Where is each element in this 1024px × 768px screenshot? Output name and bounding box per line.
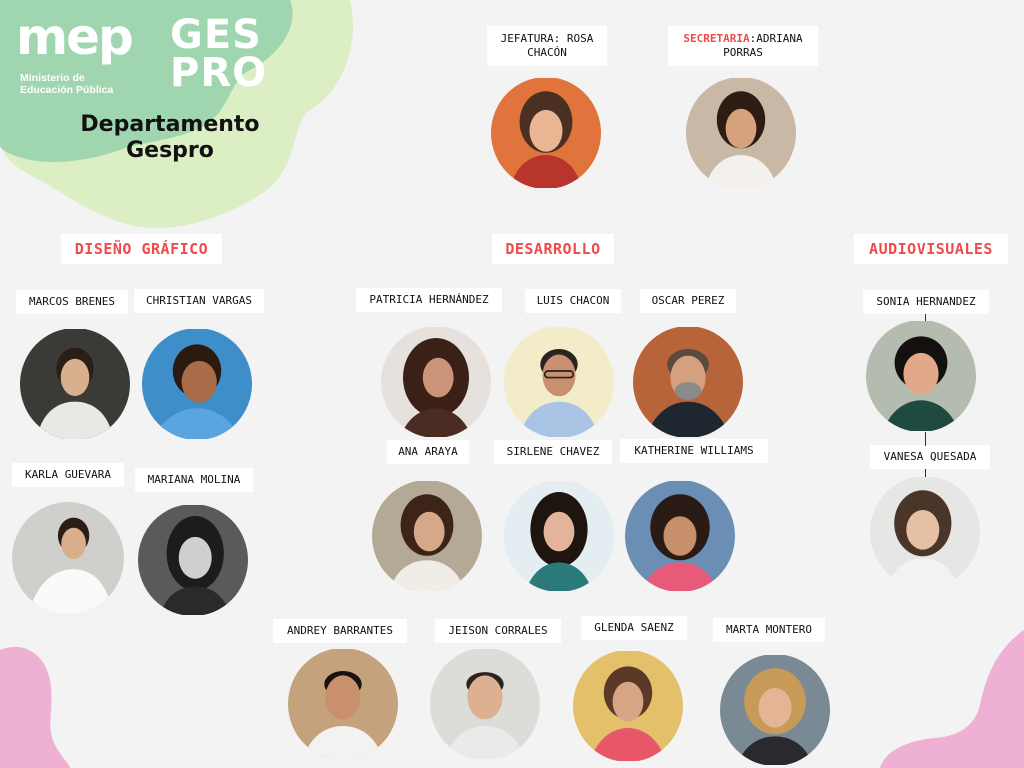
secretaria-name: :ADRIANA PORRAS <box>723 31 803 59</box>
page-title: Departamento Gespro <box>40 112 300 165</box>
photo-sirlene-chavez <box>504 480 614 592</box>
mep-logo: mep <box>16 8 134 66</box>
photo-oscar-perez <box>633 326 743 438</box>
label-marcos-brenes: MARCOS BRENES <box>16 290 128 314</box>
bottom-left-blob <box>0 646 70 768</box>
header-blob <box>0 0 354 229</box>
label-oscar-perez: OSCAR PEREZ <box>640 289 736 313</box>
gespro-line-2: PRO <box>170 50 268 96</box>
jefatura-role: JEFATURA: <box>500 31 561 45</box>
photo-katherine-williams <box>625 480 735 592</box>
ministry-label: Ministerio de Educación Pública <box>20 72 114 97</box>
page-title-line-1: Departamento <box>80 112 260 137</box>
gespro-logo: GES PRO <box>170 12 270 96</box>
photo-karla-guevara <box>12 502 124 614</box>
jefatura-label: JEFATURA: ROSA CHACÓN <box>487 26 607 66</box>
photo-adriana-porras <box>686 77 796 189</box>
bottom-right-blob <box>880 630 1024 768</box>
label-patricia-hernandez: PATRICIA HERNÁNDEZ <box>356 288 502 312</box>
secretaria-label: SECRETARIA:ADRIANA PORRAS <box>668 26 818 66</box>
gespro-line-1: GES <box>170 12 262 58</box>
label-glenda-saenz: GLENDA SAENZ <box>581 616 687 640</box>
connector-line <box>925 314 926 326</box>
label-christian-vargas: CHRISTIAN VARGAS <box>134 289 264 313</box>
photo-sonia-hernandez <box>866 320 976 432</box>
photo-vanesa-quesada <box>870 476 980 588</box>
connector-line <box>925 469 926 479</box>
label-sonia-hernandez: SONIA HERNANDEZ <box>863 290 989 314</box>
label-karla-guevara: KARLA GUEVARA <box>12 463 124 487</box>
photo-ana-araya <box>372 480 482 592</box>
label-marta-montero: MARTA MONTERO <box>713 618 825 642</box>
photo-marcos-brenes <box>20 328 130 440</box>
photo-patricia-hernandez <box>381 326 491 438</box>
label-sirlene-chavez: SIRLENE CHAVEZ <box>494 440 612 464</box>
section-diseno-grafico: DISEÑO GRÁFICO <box>61 234 222 264</box>
photo-rosa-chacon <box>491 77 601 189</box>
label-jeison-corrales: JEISON CORRALES <box>435 619 561 643</box>
page-title-line-2: Gespro <box>126 138 214 164</box>
connector-line <box>925 432 926 446</box>
secretaria-role: SECRETARIA <box>683 31 750 45</box>
label-mariana-molina: MARIANA MOLINA <box>135 468 253 492</box>
label-luis-chacon: LUIS CHACON <box>525 289 621 313</box>
label-vanesa-quesada: VANESA QUESADA <box>870 445 990 469</box>
section-desarrollo: DESARROLLO <box>492 234 614 264</box>
photo-christian-vargas <box>142 328 252 440</box>
label-katherine-williams: KATHERINE WILLIAMS <box>620 439 768 463</box>
photo-andrey-barrantes <box>288 648 398 760</box>
photo-mariana-molina <box>138 504 248 616</box>
photo-luis-chacon <box>504 326 614 438</box>
photo-marta-montero <box>720 654 830 766</box>
label-ana-araya: ANA ARAYA <box>387 440 469 464</box>
label-andrey-barrantes: ANDREY BARRANTES <box>273 619 407 643</box>
section-audiovisuales: AUDIOVISUALES <box>854 234 1008 264</box>
photo-jeison-corrales <box>430 648 540 760</box>
jefatura-name: ROSA CHACÓN <box>527 31 594 59</box>
photo-glenda-saenz <box>573 650 683 762</box>
